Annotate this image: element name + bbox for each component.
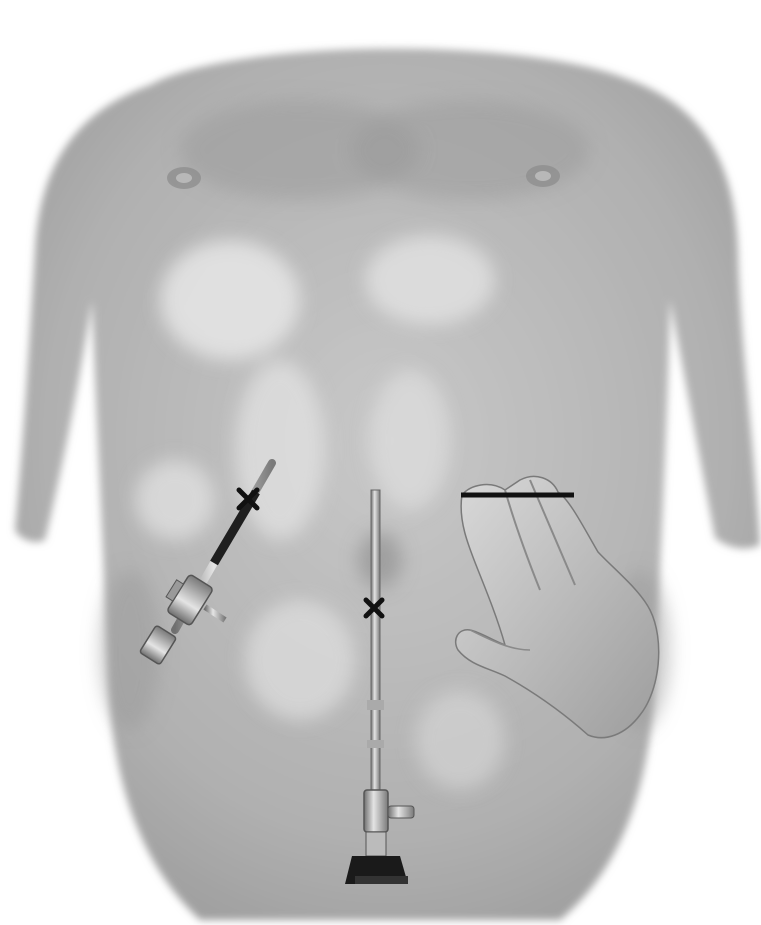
torso-illustration: [0, 0, 761, 925]
surgical-illustration: [0, 0, 761, 925]
